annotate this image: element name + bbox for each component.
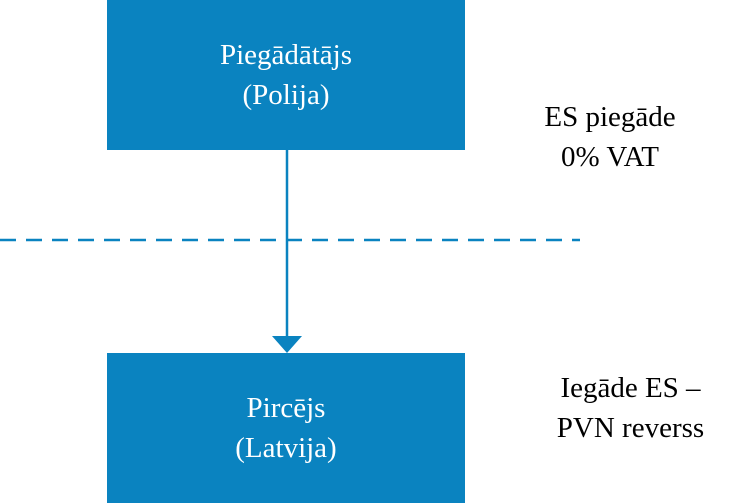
- buyer-box: Pircējs (Latvija): [107, 353, 465, 503]
- supplier-country: (Polija): [242, 79, 330, 111]
- flow-arrow-head: [272, 336, 302, 353]
- supply-annotation-line1: ES piegāde: [544, 101, 676, 133]
- supply-annotation: ES piegāde 0% VAT: [500, 97, 720, 177]
- supplier-name: Piegādātājs: [219, 39, 353, 71]
- buyer-country: (Latvija): [235, 432, 337, 464]
- acquisition-annotation-line1: Iegāde ES –: [560, 372, 701, 404]
- supplier-box: Piegādātājs (Polija): [107, 0, 465, 150]
- supply-annotation-line2: 0% VAT: [560, 141, 660, 173]
- buyer-name: Pircējs: [246, 392, 326, 424]
- acquisition-annotation: Iegāde ES – PVN reverss: [520, 368, 741, 448]
- acquisition-annotation-line2: PVN reverss: [556, 412, 705, 444]
